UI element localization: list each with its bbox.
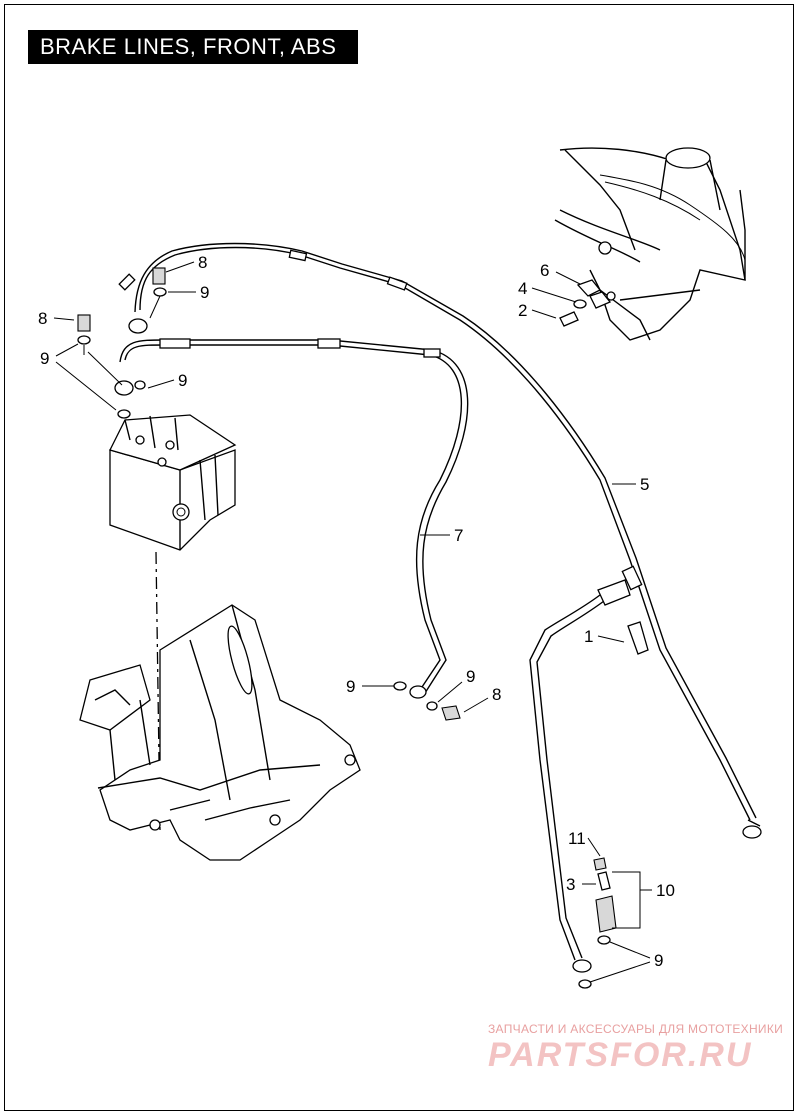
callout-1: 1 <box>584 627 593 646</box>
callout-8: 8 <box>38 309 47 328</box>
watermark-tagline: ЗАПЧАСТИ И АКСЕССУАРЫ ДЛЯ МОТОТЕХНИКИ <box>488 1022 784 1036</box>
brake-line-7 <box>119 338 469 699</box>
callout-11: 11 <box>568 829 586 848</box>
callout-3: 3 <box>566 875 575 894</box>
callout-5: 5 <box>640 475 649 494</box>
abs-fittings <box>77 267 461 721</box>
callout-labels: 8 9 8 9 9 6 4 2 5 7 1 9 9 8 11 3 10 9 <box>38 253 675 970</box>
callout-9: 9 <box>178 371 187 390</box>
callout-10: 10 <box>656 881 675 900</box>
callout-9: 9 <box>200 283 209 302</box>
diagram-frame <box>4 4 794 1111</box>
callout-7: 7 <box>454 526 463 545</box>
lower-brake-line <box>529 565 649 973</box>
callout-4: 4 <box>518 279 527 298</box>
watermark-logo: PARTSFOR.RU <box>488 1036 753 1074</box>
abs-module-drawing <box>109 414 237 551</box>
diagram-title: BRAKE LINES, FRONT, ABS <box>28 30 358 64</box>
callout-6: 6 <box>540 261 549 280</box>
callout-9: 9 <box>654 951 663 970</box>
callout-2: 2 <box>518 301 527 320</box>
callout-8: 8 <box>198 253 207 272</box>
brake-line-5 <box>118 242 762 839</box>
callout-9: 9 <box>40 349 49 368</box>
callout-9: 9 <box>346 677 355 696</box>
callout-8: 8 <box>492 685 501 704</box>
bracket-hardware <box>559 279 616 327</box>
callout-9: 9 <box>466 667 475 686</box>
abs-mounting-bracket <box>79 604 361 861</box>
bleeder-fitting <box>578 857 617 989</box>
frame-neck-drawing <box>554 147 746 341</box>
leader-lines <box>53 261 652 983</box>
